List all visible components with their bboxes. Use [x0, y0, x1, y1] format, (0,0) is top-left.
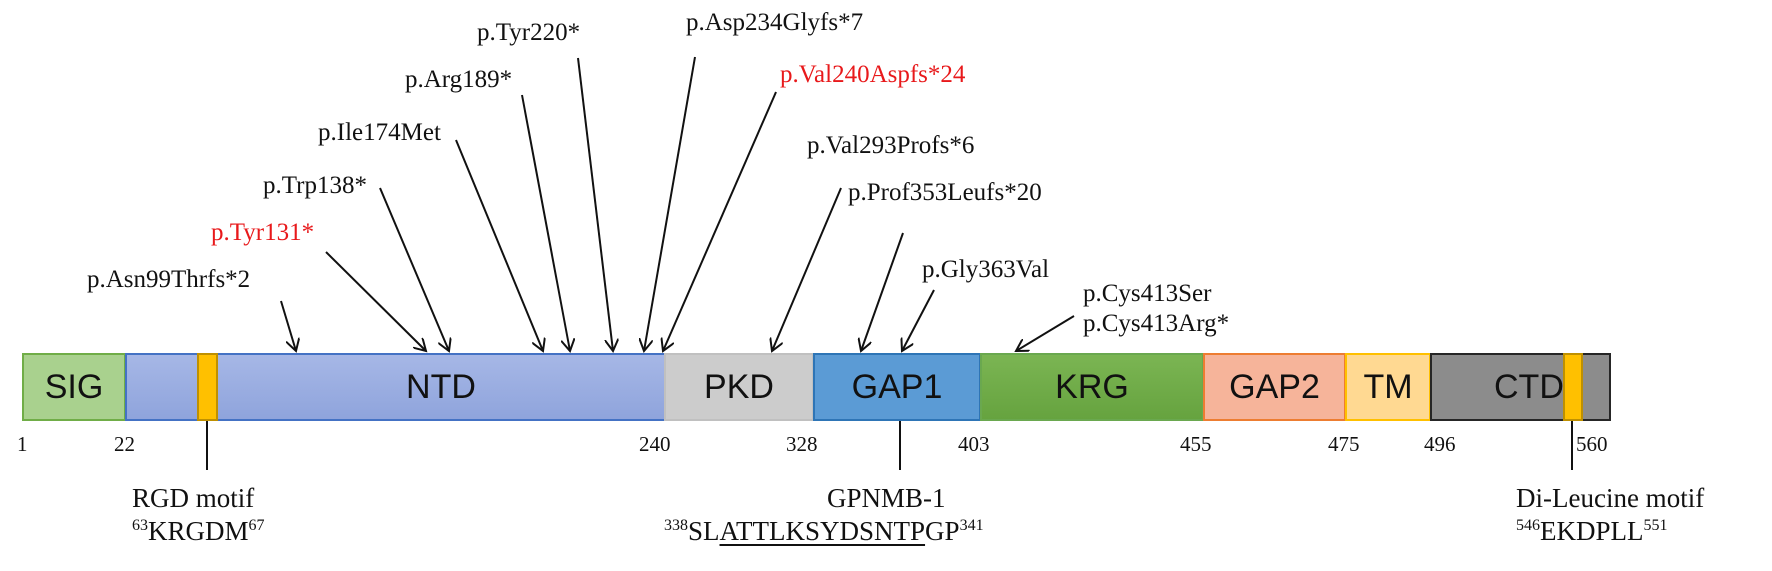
motif-sequence: 63KRGDM67 — [132, 518, 265, 545]
motif-start-position: 546 — [1516, 517, 1540, 534]
motif-end-position: 551 — [1643, 517, 1668, 534]
motif-residues: EKDPLL — [1540, 516, 1644, 546]
domain-label: GAP1 — [851, 367, 943, 406]
mutation-label: p.Ile174Met — [318, 119, 441, 146]
position-number: 1 — [17, 432, 28, 456]
mutation-label-highlighted: p.Tyr131* — [211, 219, 315, 246]
mutation-label: p.Gly363Val — [922, 256, 1050, 283]
motif-sequence: 546EKDPLL551 — [1516, 518, 1668, 545]
motif-title: GPNMB-1 — [827, 483, 946, 513]
position-number: 560 — [1576, 432, 1608, 456]
position-number: 475 — [1328, 432, 1360, 456]
mutation-label: p.Cys413Ser — [1083, 280, 1212, 307]
motif-end-position: 67 — [248, 517, 265, 534]
motif-start-position: 63 — [132, 517, 148, 534]
domain-krg: KRG — [980, 353, 1204, 421]
dileucine-motif-marker — [1563, 353, 1583, 421]
domain-gap2: GAP2 — [1203, 353, 1346, 421]
motif-residues: KRGDM — [148, 516, 249, 546]
domain-label: PKD — [704, 367, 774, 406]
mutation-label: p.Cys413Arg* — [1083, 310, 1230, 337]
domain-label: GAP2 — [1229, 367, 1320, 406]
motif-residues-underlined: ATTLKSYDSNTP — [719, 516, 926, 546]
domain-gap1: GAP1 — [813, 353, 981, 421]
mutation-label-highlighted: p.Val240Aspfs*24 — [780, 61, 966, 88]
motif-end-position: 341 — [959, 517, 984, 534]
domain-label: NTD — [406, 367, 476, 406]
motif-residues: GP — [925, 516, 960, 546]
position-number: 328 — [786, 432, 818, 456]
position-number: 496 — [1424, 432, 1456, 456]
motif-residues: SL — [688, 516, 720, 546]
domain-pkd: PKD — [664, 353, 814, 421]
motif-title: Di-Leucine motif — [1516, 483, 1705, 513]
position-number: 240 — [639, 432, 671, 456]
motif-sequence: 338SLATTLKSYDSNTPGP341 — [664, 518, 984, 545]
domain-sig: SIG — [22, 353, 126, 421]
domain-label: CTD — [1494, 367, 1564, 406]
domain-ntd: NTD — [218, 353, 664, 421]
rgd-motif-marker — [197, 353, 218, 421]
mutation-label: p.Asp234Glyfs*7 — [686, 9, 864, 36]
position-number: 22 — [114, 432, 135, 456]
motif-start-position: 338 — [664, 517, 688, 534]
domain-label: SIG — [44, 367, 104, 406]
mutation-label: p.Tyr220* — [477, 19, 581, 46]
domain-label: TM — [1363, 367, 1413, 406]
domain-tm: TM — [1345, 353, 1431, 421]
mutation-label: p.Val293Profs*6 — [807, 132, 975, 159]
motif-title: RGD motif — [132, 483, 255, 513]
position-number: 455 — [1180, 432, 1212, 456]
mutation-label: p.Asn99Thrfs*2 — [87, 266, 251, 293]
mutation-label: p.Trp138* — [263, 172, 367, 199]
domain-label: KRG — [1055, 367, 1129, 406]
mutation-label: p.Arg189* — [405, 66, 513, 93]
position-number: 403 — [958, 432, 990, 456]
mutation-label: p.Prof353Leufs*20 — [848, 179, 1042, 206]
